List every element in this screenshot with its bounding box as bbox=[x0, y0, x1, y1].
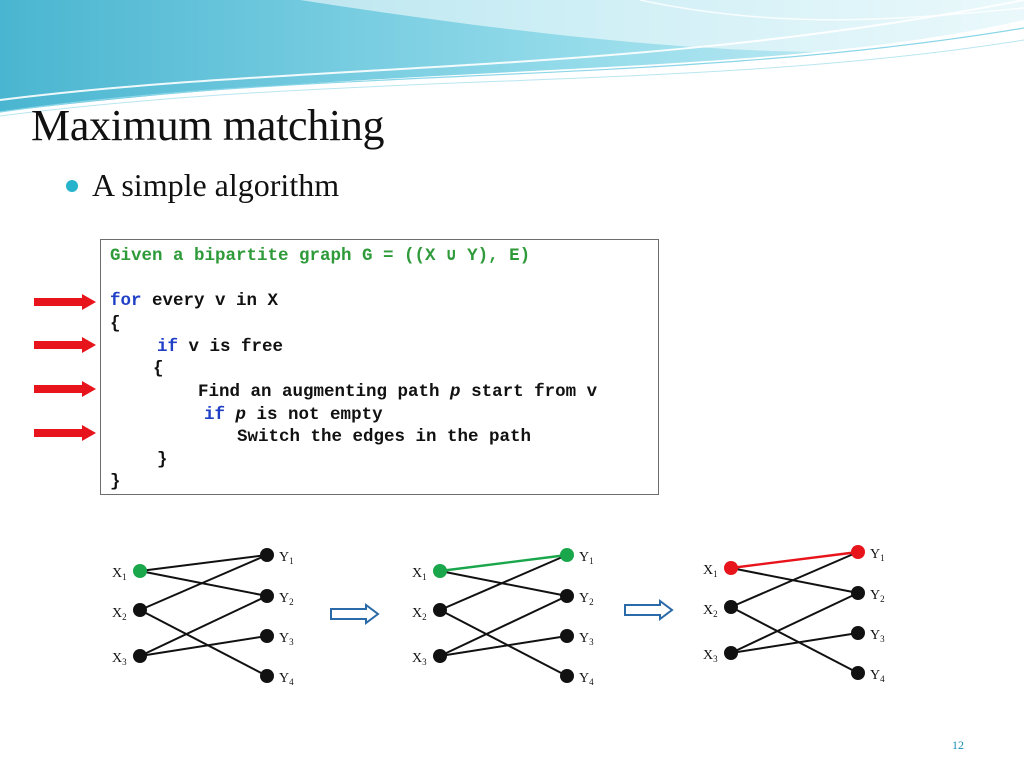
code-text: every v in X bbox=[141, 291, 279, 311]
code-find-line: Find an augmenting path p start from v bbox=[198, 381, 597, 403]
graph-edge bbox=[139, 554, 268, 611]
code-text: v is free bbox=[178, 337, 284, 357]
bullet-dot-icon bbox=[66, 179, 78, 192]
bullet-item: A simple algorithm bbox=[66, 167, 339, 204]
label-x3: X3 bbox=[703, 648, 718, 664]
label-x2: X2 bbox=[412, 606, 427, 622]
code-brace: } bbox=[157, 450, 168, 470]
code-brace: } bbox=[110, 472, 121, 492]
vertex-x1 bbox=[724, 561, 738, 575]
code-if-line: if p is not empty bbox=[204, 404, 383, 426]
code-text: Find an augmenting path bbox=[198, 382, 451, 402]
label-x1: X1 bbox=[703, 563, 718, 579]
graph-edge bbox=[139, 635, 268, 657]
vertex-x1 bbox=[433, 564, 447, 578]
graph-edge bbox=[139, 595, 268, 657]
vertex-x2 bbox=[433, 603, 447, 617]
graph-edge bbox=[439, 609, 568, 677]
vertex-y1 bbox=[260, 548, 274, 562]
code-brace: { bbox=[110, 314, 121, 334]
graph-edge-highlighted bbox=[439, 553, 568, 573]
vertex-x2 bbox=[133, 603, 147, 617]
vertex-y4 bbox=[260, 669, 274, 683]
algorithm-code-box: Given a bipartite graph G = ((X ∪ Y), E)… bbox=[100, 239, 659, 495]
code-comment: Given a bipartite graph G = ((X ∪ Y), E) bbox=[110, 246, 531, 266]
red-arrow-icon bbox=[34, 294, 96, 310]
code-brace: { bbox=[153, 359, 164, 379]
bipartite-graph-step2: X1 X2 X3 Y1 Y2 Y3 Y4 bbox=[412, 548, 594, 687]
graph-edge bbox=[730, 632, 859, 654]
graph-edge bbox=[439, 595, 568, 657]
red-arrow-icon bbox=[34, 425, 96, 441]
code-var: p bbox=[235, 405, 247, 425]
graph-edge bbox=[139, 554, 268, 572]
bipartite-graph-initial: X1 X2 X3 Y1 Y2 Y3 Y4 bbox=[112, 548, 294, 687]
label-y3: Y3 bbox=[579, 631, 594, 647]
code-if-line: if v is free bbox=[157, 336, 283, 358]
vertex-y1 bbox=[560, 548, 574, 562]
vertex-y1 bbox=[851, 545, 865, 559]
vertex-y2 bbox=[851, 586, 865, 600]
label-y4: Y4 bbox=[870, 668, 885, 684]
label-x2: X2 bbox=[112, 606, 127, 622]
graph-edge-matched bbox=[730, 550, 859, 570]
label-x1: X1 bbox=[412, 566, 427, 582]
vertex-y4 bbox=[560, 669, 574, 683]
graph-edge bbox=[439, 554, 568, 611]
code-for-line: for every v in X bbox=[110, 290, 278, 312]
label-x2: X2 bbox=[703, 603, 718, 619]
red-arrow-icon bbox=[34, 381, 96, 397]
code-switch-line: Switch the edges in the path bbox=[237, 427, 532, 447]
vertex-x3 bbox=[433, 649, 447, 663]
bullet-text: A simple algorithm bbox=[92, 167, 340, 203]
label-y1: Y1 bbox=[579, 550, 594, 566]
graph-edge bbox=[139, 609, 268, 677]
code-keyword: for bbox=[110, 291, 142, 311]
vertex-y2 bbox=[260, 589, 274, 603]
red-arrow-icon bbox=[34, 337, 96, 353]
code-text bbox=[225, 405, 236, 425]
implies-arrow-icon bbox=[330, 603, 380, 625]
code-keyword: if bbox=[204, 405, 226, 425]
graph-edge bbox=[439, 635, 568, 657]
label-y2: Y2 bbox=[579, 591, 594, 607]
vertex-y2 bbox=[560, 589, 574, 603]
implies-arrow-icon bbox=[624, 599, 674, 621]
label-y1: Y1 bbox=[870, 547, 885, 563]
code-text: start from v bbox=[460, 382, 598, 402]
label-y3: Y3 bbox=[870, 628, 885, 644]
graph-edge bbox=[730, 606, 859, 674]
vertex-y3 bbox=[851, 626, 865, 640]
graph-edge bbox=[730, 592, 859, 654]
vertex-x1 bbox=[133, 564, 147, 578]
label-x3: X3 bbox=[412, 651, 427, 667]
label-x1: X1 bbox=[112, 566, 127, 582]
graph-edge bbox=[730, 551, 859, 608]
header-wave-decoration bbox=[0, 0, 1024, 117]
label-y2: Y2 bbox=[279, 591, 294, 607]
vertex-x2 bbox=[724, 600, 738, 614]
page-number: 12 bbox=[952, 738, 964, 752]
label-y3: Y3 bbox=[279, 631, 294, 647]
vertex-y3 bbox=[560, 629, 574, 643]
code-text: is not empty bbox=[246, 405, 383, 425]
label-y1: Y1 bbox=[279, 550, 294, 566]
vertex-x3 bbox=[133, 649, 147, 663]
vertex-y3 bbox=[260, 629, 274, 643]
label-y4: Y4 bbox=[579, 671, 594, 687]
label-y2: Y2 bbox=[870, 588, 885, 604]
vertex-x3 bbox=[724, 646, 738, 660]
label-x3: X3 bbox=[112, 651, 127, 667]
code-keyword: if bbox=[157, 337, 179, 357]
vertex-y4 bbox=[851, 666, 865, 680]
label-y4: Y4 bbox=[279, 671, 294, 687]
code-var: p bbox=[450, 382, 461, 402]
slide-title: Maximum matching bbox=[31, 101, 385, 150]
bipartite-graph-matched: X1 X2 X3 Y1 Y2 Y3 Y4 bbox=[703, 545, 885, 684]
